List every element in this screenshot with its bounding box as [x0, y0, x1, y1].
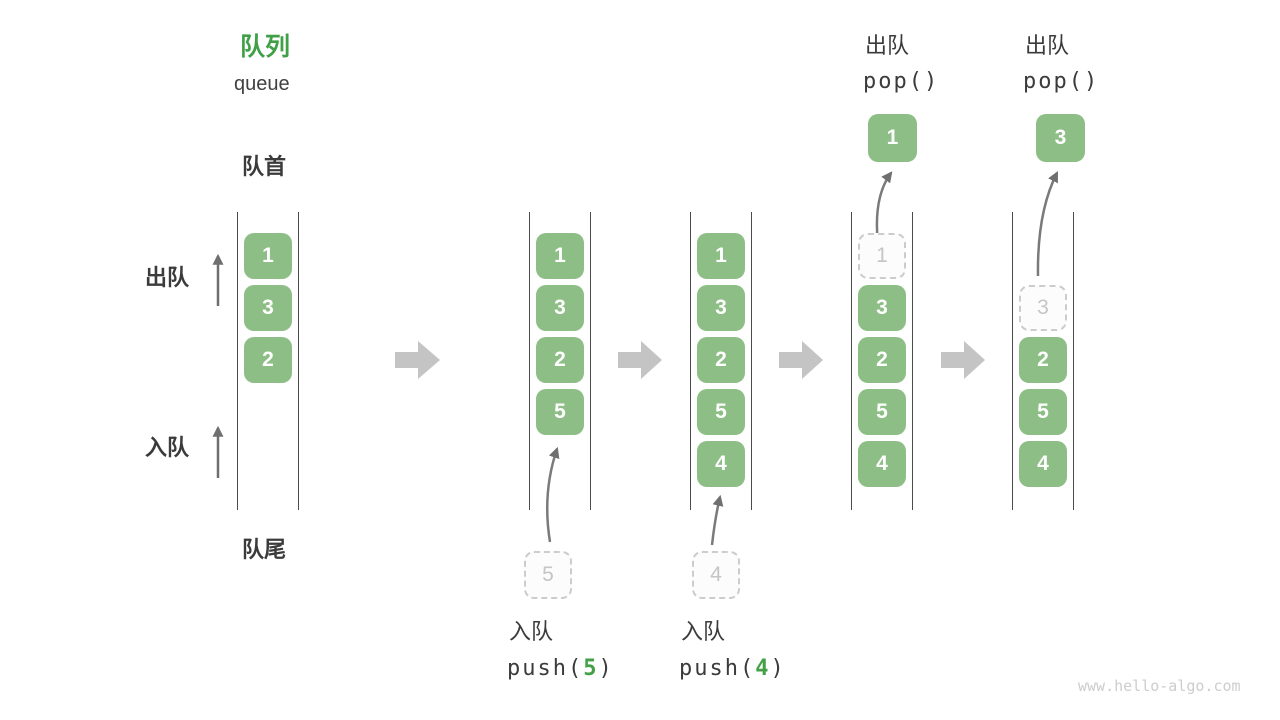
queue-cell: 1 — [697, 233, 745, 279]
dequeue-side-label: 出队 — [145, 265, 190, 290]
queue-cell: 3 — [244, 285, 292, 331]
push-code-label: push(5) — [507, 658, 614, 680]
queue-cell: 2 — [1019, 337, 1067, 383]
queue-cell: 4 — [858, 441, 906, 487]
queue-cell: 1 — [536, 233, 584, 279]
queue-cell: 2 — [536, 337, 584, 383]
queue-cell: 2 — [858, 337, 906, 383]
queue-cell: 5 — [1019, 389, 1067, 435]
queue-channel-5 — [1012, 212, 1074, 510]
state-transition-arrow-4 — [941, 341, 985, 379]
queue-cell: 3 — [697, 285, 745, 331]
enqueue-op-label: 入队 — [681, 619, 726, 644]
watermark: www.hello-algo.com — [1078, 677, 1241, 695]
page-title: 队列 — [240, 33, 291, 61]
queue-cell: 4 — [697, 441, 745, 487]
popped-ghost-cell: 1 — [858, 233, 906, 279]
queue-channel-1 — [237, 212, 299, 510]
queue-cell: 5 — [697, 389, 745, 435]
queue-cell: 5 — [858, 389, 906, 435]
queue-cell: 3 — [858, 285, 906, 331]
enqueue-input-box: 5 — [524, 551, 572, 599]
queue-cell: 5 — [536, 389, 584, 435]
queue-channel-4 — [851, 212, 913, 510]
queue-cell: 1 — [244, 233, 292, 279]
code-text: ) — [770, 656, 786, 681]
queue-cell: 2 — [697, 337, 745, 383]
queue-cell: 4 — [1019, 441, 1067, 487]
enqueue-side-label: 入队 — [145, 435, 190, 460]
code-arg: 5 — [583, 656, 599, 681]
queue-front-label: 队首 — [242, 154, 287, 179]
queue-rear-label: 队尾 — [242, 537, 287, 562]
enqueue-input-box: 4 — [692, 551, 740, 599]
pop-code-label: pop() — [863, 69, 940, 94]
enqueue-op-label: 入队 — [509, 619, 554, 644]
state-transition-arrow-2 — [618, 341, 662, 379]
code-arg: 4 — [755, 656, 771, 681]
code-text: push( — [679, 656, 756, 681]
queue-cell: 2 — [244, 337, 292, 383]
code-text: ) — [598, 656, 614, 681]
popped-value-box: 3 — [1036, 114, 1085, 162]
popped-ghost-cell: 3 — [1019, 285, 1067, 331]
queue-channel-2 — [529, 212, 591, 510]
state-transition-arrow-1 — [395, 341, 440, 379]
dequeue-op-label: 出队 — [865, 33, 910, 58]
page-subtitle: queue — [234, 73, 290, 95]
pop-code-label: pop() — [1023, 69, 1100, 94]
queue-cell: 3 — [536, 285, 584, 331]
push-code-label: push(4) — [679, 658, 786, 680]
code-text: push( — [507, 656, 584, 681]
queue-channel-3 — [690, 212, 752, 510]
state-transition-arrow-3 — [779, 341, 823, 379]
popped-value-box: 1 — [868, 114, 917, 162]
dequeue-op-label: 出队 — [1025, 33, 1070, 58]
